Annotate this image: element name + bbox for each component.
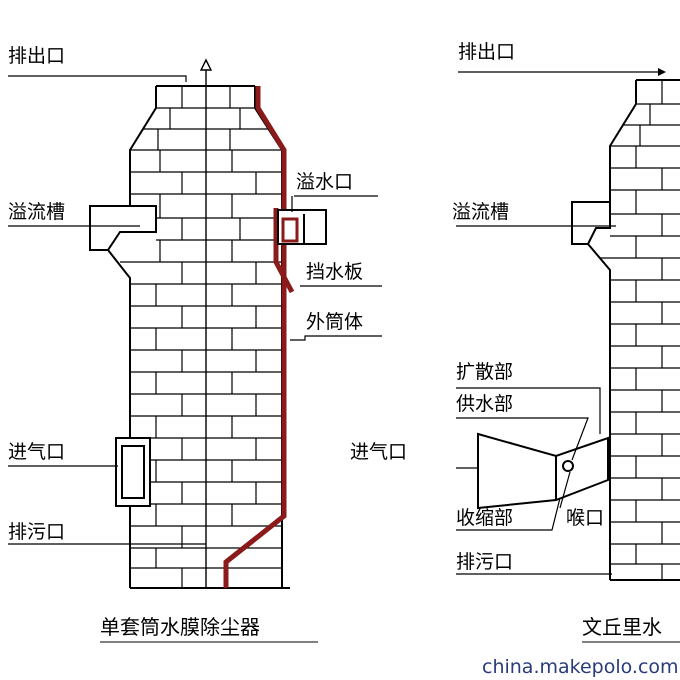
watermark-text: china.makepolo.com	[482, 656, 679, 678]
label-sewage-outlet-left: 排污口	[8, 521, 65, 543]
label-throat: 喉口	[566, 507, 604, 529]
label-sewage-outlet-right: 排污口	[456, 551, 513, 573]
label-air-inlet-right: 进气口	[350, 441, 407, 463]
label-overflow-port: 溢水口	[296, 171, 353, 193]
label-water-baffle: 挡水板	[306, 261, 363, 283]
label-water-supply-section: 供水部	[456, 393, 513, 415]
left-body-outline	[89, 85, 290, 589]
label-outer-cylinder: 外筒体	[306, 311, 363, 333]
left-leaders	[8, 75, 382, 545]
left-overflow-port	[277, 209, 327, 245]
right-collector: 排出口 溢流槽 扩散部 供水部 进气口 收缩部 喉口 排污口 文丘里水	[350, 41, 680, 643]
caption-right: 文丘里水	[582, 615, 662, 639]
right-leaders	[456, 68, 666, 575]
label-exhaust-outlet-left: 排出口	[8, 45, 65, 67]
label-air-inlet-left: 进气口	[8, 441, 65, 463]
label-diffuser-section: 扩散部	[456, 361, 513, 383]
left-axis-arrow	[199, 58, 213, 588]
right-brick-rows	[600, 103, 680, 565]
left-red-wall	[223, 86, 295, 588]
label-overflow-channel-right: 溢流槽	[452, 201, 509, 223]
label-contraction-section: 收缩部	[456, 507, 513, 529]
right-brick-joints	[635, 80, 663, 580]
left-air-inlet-box	[115, 437, 151, 507]
label-exhaust-outlet-right: 排出口	[458, 41, 515, 63]
right-venturi-tube	[477, 432, 609, 510]
caption-left: 单套筒水膜除尘器	[100, 615, 260, 639]
right-body-outline	[571, 79, 680, 581]
label-overflow-channel-left: 溢流槽	[8, 201, 65, 223]
left-collector: 排出口 溢流槽 溢水口 挡水板 外筒体 进气口 排污口 单套筒水膜除尘器	[8, 45, 382, 643]
left-brick-joints	[155, 86, 257, 588]
